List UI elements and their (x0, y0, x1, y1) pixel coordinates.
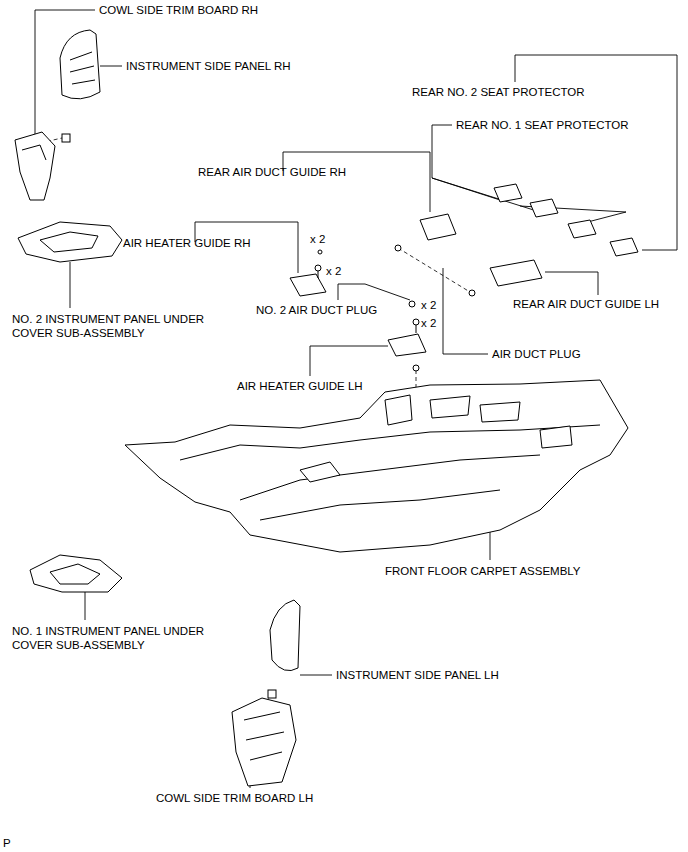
cowl-side-trim-rh (15, 132, 70, 200)
instrument-side-panel-lh (270, 600, 300, 671)
part-name: REAR AIR DUCT GUIDE RH (198, 165, 346, 179)
instrument-panel-under-cover-no2 (18, 222, 122, 262)
part-name: REAR AIR DUCT GUIDE LH (513, 297, 659, 311)
quantity-note: x 2 (421, 298, 436, 312)
quantity-note: x 2 (326, 264, 341, 278)
instrument-side-panel-rh (60, 30, 100, 99)
part-name: INSTRUMENT SIDE PANEL LH (336, 668, 499, 682)
part-name: FRONT FLOOR CARPET ASSEMBLY (385, 564, 581, 578)
part-name: REAR NO. 2 SEAT PROTECTOR (412, 85, 585, 99)
part-name: NO. 2 INSTRUMENT PANEL UNDER COVER SUB-A… (12, 312, 237, 340)
front-floor-carpet (125, 380, 628, 552)
part-name: AIR HEATER GUIDE LH (237, 379, 363, 393)
instrument-panel-under-cover-no1 (30, 555, 122, 592)
quantity-note: x 2 (310, 232, 325, 246)
part-name: AIR DUCT PLUG (492, 347, 581, 361)
part-name: REAR NO. 1 SEAT PROTECTOR (456, 118, 629, 132)
part-name: INSTRUMENT SIDE PANEL RH (126, 59, 291, 73)
figure-code: P (3, 836, 11, 850)
part-name: NO. 2 AIR DUCT PLUG (256, 303, 377, 317)
cowl-side-trim-lh (232, 690, 296, 786)
part-name: AIR HEATER GUIDE RH (123, 236, 251, 250)
leader-lines (35, 10, 677, 788)
part-name: COWL SIDE TRIM BOARD RH (99, 3, 258, 17)
part-name: NO. 1 INSTRUMENT PANEL UNDER COVER SUB-A… (12, 624, 237, 652)
quantity-note: x 2 (421, 316, 436, 330)
rear-seat-protectors (494, 184, 638, 256)
part-name: COWL SIDE TRIM BOARD LH (156, 791, 313, 805)
